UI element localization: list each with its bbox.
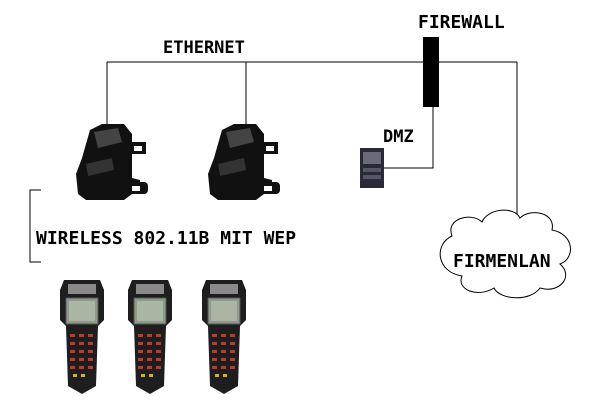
handheld-scanner-icon bbox=[201, 279, 247, 395]
wireless-label: WIRELESS 802.11B MIT WEP bbox=[36, 228, 296, 249]
firmenlan-label: FIRMENLAN bbox=[453, 251, 551, 272]
dmz-link-line bbox=[384, 107, 434, 169]
firewall-bar bbox=[423, 37, 439, 107]
handheld-scanner-icon bbox=[127, 279, 173, 395]
dmz-label: DMZ bbox=[383, 127, 414, 147]
wireless-bracket bbox=[29, 189, 41, 263]
handheld-scanner-icon bbox=[59, 279, 105, 395]
dmz-server-icon bbox=[360, 148, 384, 188]
firewall-label: FIREWALL bbox=[418, 12, 505, 33]
access-point-icon bbox=[76, 124, 148, 200]
ethernet-label: ETHERNET bbox=[163, 38, 245, 58]
firmenlan-cloud bbox=[439, 209, 571, 299]
access-point-icon bbox=[208, 124, 280, 200]
